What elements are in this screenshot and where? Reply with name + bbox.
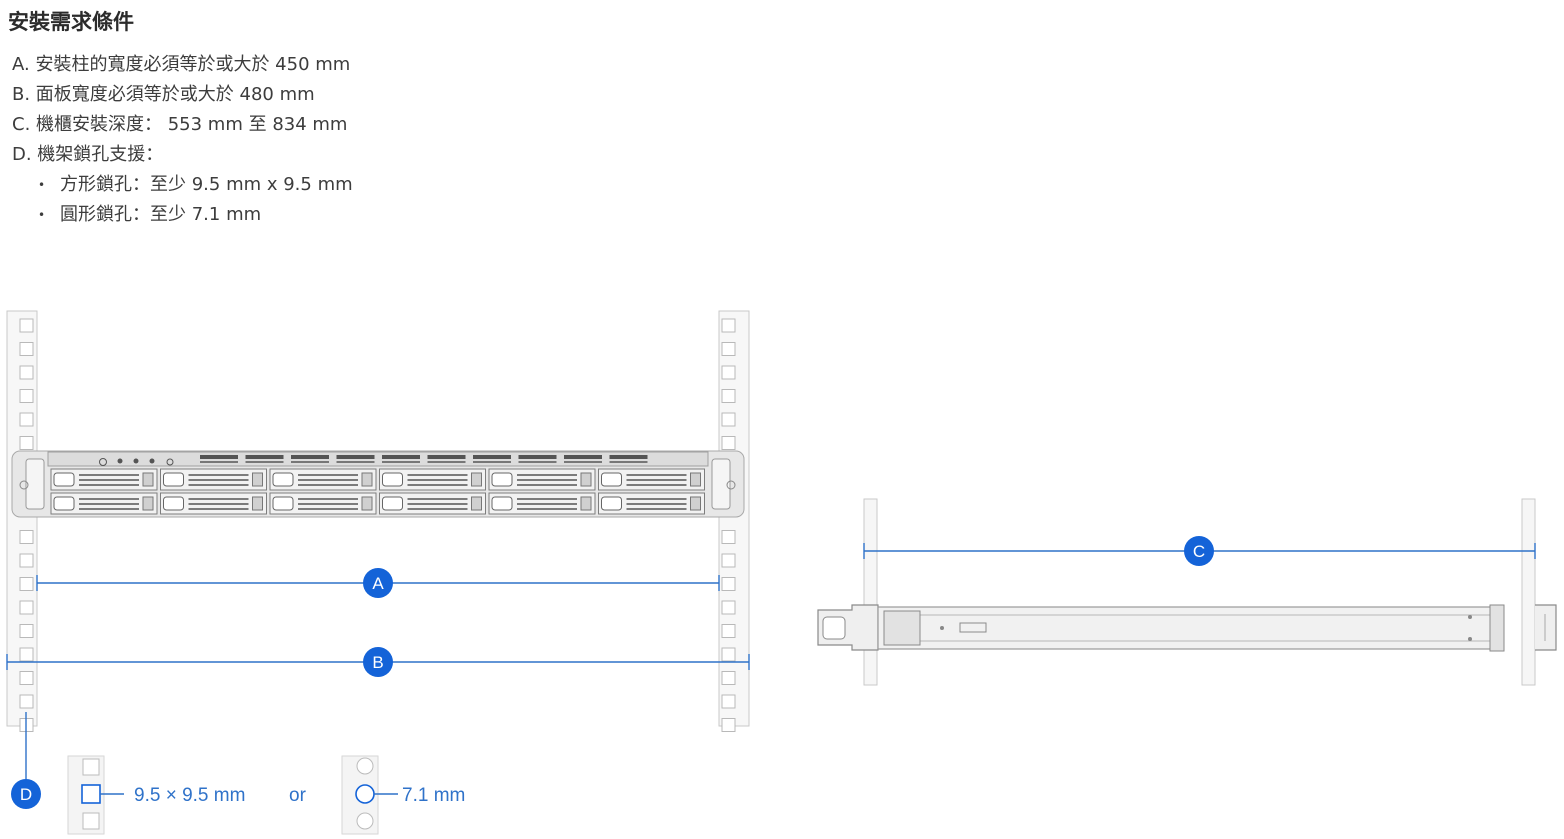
rack-hole-icon xyxy=(19,389,34,403)
status-leds xyxy=(99,458,174,466)
marker-c xyxy=(1184,536,1214,566)
drive-latch xyxy=(491,472,513,487)
marker-d xyxy=(11,779,41,809)
requirement-square-hole: 方形鎖孔：至少 9.5 mm x 9.5 mm xyxy=(12,172,353,202)
rack-hole-icon xyxy=(19,647,34,662)
rail-body xyxy=(877,606,1499,650)
slide-rail xyxy=(817,604,1557,652)
rack-hole-icon xyxy=(721,342,736,356)
dimension-c: C xyxy=(863,536,1536,566)
rack-hole-icon xyxy=(19,365,34,380)
status-led-icon xyxy=(117,458,123,464)
drive-latch xyxy=(53,496,75,511)
rail-handle xyxy=(822,616,846,640)
left-rack-ear xyxy=(25,458,45,510)
rack-hole-icon xyxy=(19,318,34,333)
left-post-holes xyxy=(19,318,34,732)
nas-top-strip xyxy=(47,451,709,467)
dimension-b: B xyxy=(6,647,750,677)
rack-hole-icon xyxy=(721,577,736,591)
left-thumbscrew-icon xyxy=(19,480,29,490)
round-hole-icon xyxy=(356,757,374,775)
status-led-icon xyxy=(166,458,174,466)
rack-hole-icon xyxy=(19,553,34,568)
rack-hole-icon xyxy=(721,365,736,380)
dimension-a: A xyxy=(36,568,720,598)
nas-unit xyxy=(11,450,745,518)
page-title: 安裝需求條件 xyxy=(8,10,134,34)
power-button-icon xyxy=(99,458,107,466)
rack-hole-icon xyxy=(19,624,34,638)
requirement-round-hole: 圓形鎖孔：至少 7.1 mm xyxy=(12,202,353,232)
rack-hole-icon xyxy=(19,342,34,356)
marker-b xyxy=(363,647,393,677)
right-post-holes xyxy=(721,318,736,732)
drive-latch xyxy=(382,496,403,511)
marker-a-label: A xyxy=(372,574,384,593)
hole-callout-d: D xyxy=(11,712,41,809)
rail-slot xyxy=(959,622,987,633)
rack-hole-icon xyxy=(19,530,34,544)
round-hole-label: 7.1 mm xyxy=(402,785,465,806)
requirement-d: D. 機架鎖孔支援： xyxy=(12,144,164,165)
rail-latch xyxy=(883,610,921,646)
drive-latch xyxy=(53,472,75,487)
top-vents xyxy=(200,455,648,463)
drive-latch xyxy=(163,496,184,511)
square-hole-icon xyxy=(82,758,100,776)
requirement-b: B. 面板寬度必須等於或大於 480 mm xyxy=(12,84,315,105)
drive-latch xyxy=(601,472,622,487)
rack-hole-icon xyxy=(721,530,736,544)
rack-hole-icon xyxy=(19,412,34,427)
status-led-icon xyxy=(149,458,155,464)
drive-latch xyxy=(272,496,294,511)
or-label: or xyxy=(289,785,307,806)
square-hole-icon xyxy=(82,812,100,830)
side-view: C xyxy=(817,498,1557,686)
rack-hole-icon xyxy=(721,412,736,427)
requirement-a: A. 安裝柱的寬度必須等於或大於 450 mm xyxy=(12,54,351,75)
front-view: A B D xyxy=(6,310,750,809)
drive-latch xyxy=(491,496,513,511)
rack-hole-icon xyxy=(721,718,736,732)
front-rack-post xyxy=(863,498,878,686)
marker-b-label: B xyxy=(372,653,383,672)
drive-bays xyxy=(50,468,705,515)
marker-a xyxy=(363,568,393,598)
rack-hole-icon xyxy=(721,694,736,709)
drive-latch xyxy=(382,472,403,487)
marker-c-label: C xyxy=(1193,542,1205,561)
marker-d-label: D xyxy=(20,785,32,804)
square-hole-label: 9.5 × 9.5 mm xyxy=(134,785,245,806)
rack-hole-icon xyxy=(721,671,736,685)
rack-hole-icon xyxy=(19,600,34,615)
round-hole-icon xyxy=(355,784,375,804)
square-hole-detail: 9.5 × 9.5 mm xyxy=(67,755,245,835)
rack-hole-icon xyxy=(19,694,34,709)
requirements-list: A. 安裝柱的寬度必須等於或大於 450 mm B. 面板寬度必須等於或大於 4… xyxy=(12,52,353,232)
rack-hole-icon xyxy=(721,389,736,403)
rack-hole-icon xyxy=(721,647,736,662)
rack-hole-icon xyxy=(19,671,34,685)
square-hole-icon xyxy=(81,784,101,804)
right-rack-ear xyxy=(711,458,731,510)
rack-hole-icon xyxy=(721,553,736,568)
drive-latch xyxy=(601,496,622,511)
rear-rack-post xyxy=(1521,498,1536,686)
round-hole-detail: 7.1 mm xyxy=(341,755,465,835)
rack-hole-icon xyxy=(721,436,736,450)
requirement-c: C. 機櫃安裝深度： 553 mm 至 834 mm xyxy=(12,114,348,135)
drive-latch xyxy=(272,472,294,487)
rack-hole-icon xyxy=(721,600,736,615)
rack-hole-icon xyxy=(19,577,34,591)
rack-hole-icon xyxy=(721,624,736,638)
rack-hole-icon xyxy=(19,436,34,450)
right-thumbscrew-icon xyxy=(726,480,736,490)
rack-hole-icon xyxy=(721,318,736,333)
status-led-icon xyxy=(133,458,139,464)
round-hole-icon xyxy=(356,812,374,830)
drive-latch xyxy=(163,472,184,487)
